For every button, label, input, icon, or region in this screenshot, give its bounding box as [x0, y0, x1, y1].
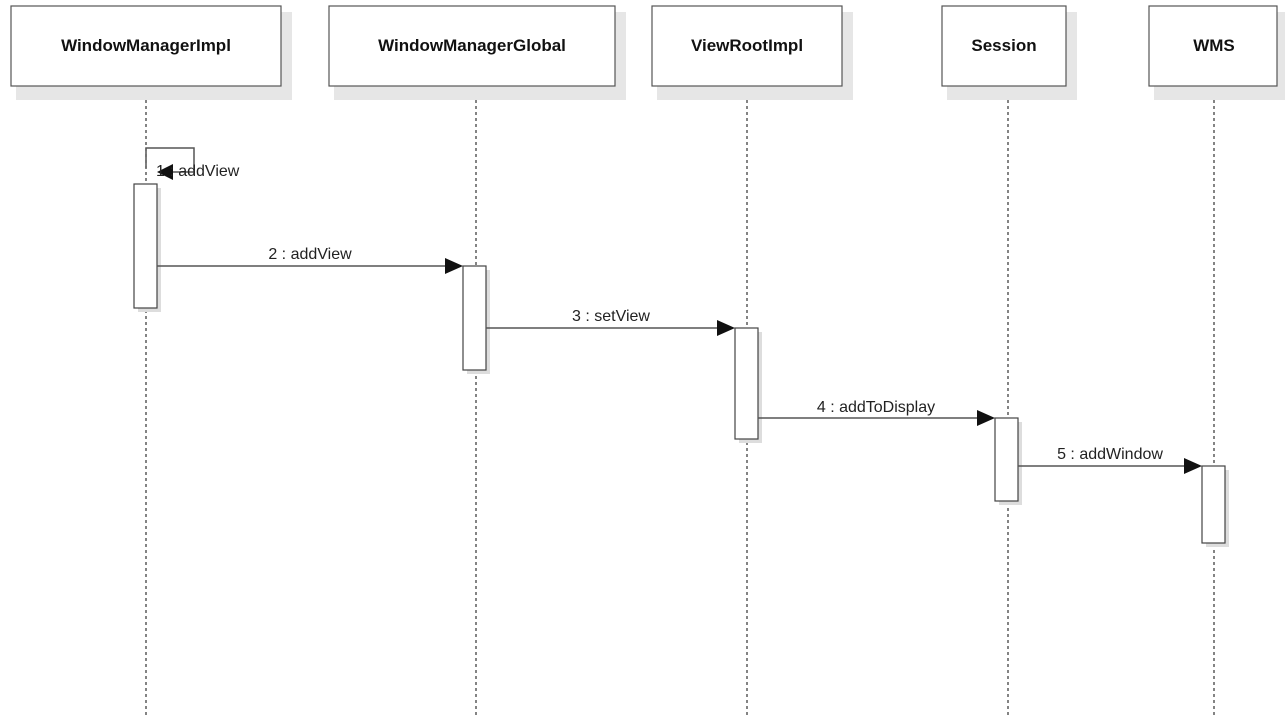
participant-windowmanagerimpl[interactable]: WindowManagerImpl — [10, 5, 292, 100]
message-2-addview[interactable]: 2 : addView — [157, 246, 463, 274]
participant-label: WindowManagerGlobal — [378, 36, 566, 55]
activation-session — [994, 417, 1019, 502]
activation-viewrootimpl — [734, 327, 759, 440]
arrowhead-icon — [717, 320, 735, 336]
arrowhead-icon — [977, 410, 995, 426]
participant-label: WindowManagerImpl — [61, 36, 231, 55]
message-5-addwindow[interactable]: 5 : addWindow — [1018, 446, 1202, 474]
participant-label: WMS — [1193, 36, 1235, 55]
participant-windowmanagerglobal[interactable]: WindowManagerGlobal — [328, 5, 626, 100]
participant-label: ViewRootImpl — [691, 36, 803, 55]
participant-session[interactable]: Session — [941, 5, 1077, 100]
message-4-addtodisplay[interactable]: 4 : addToDisplay — [758, 399, 995, 426]
activation-windowmanagerglobal — [462, 265, 487, 371]
participant-wms[interactable]: WMS — [1148, 5, 1285, 100]
message-3-setview[interactable]: 3 : setView — [486, 308, 735, 336]
participant-label: Session — [971, 36, 1036, 55]
message-1-addview-self[interactable]: 1 : addView — [145, 147, 240, 180]
participant-viewrootimpl[interactable]: ViewRootImpl — [651, 5, 853, 100]
message-label: 1 : addView — [156, 163, 240, 180]
arrowhead-icon — [445, 258, 463, 274]
activation-wms — [1201, 465, 1226, 544]
message-label: 2 : addView — [268, 246, 352, 263]
message-label: 4 : addToDisplay — [817, 399, 935, 416]
arrowhead-icon — [1184, 458, 1202, 474]
message-label: 5 : addWindow — [1057, 446, 1163, 463]
message-label: 3 : setView — [572, 308, 650, 325]
arrowhead-icon — [157, 164, 173, 180]
activation-windowmanagerimpl — [133, 183, 158, 309]
